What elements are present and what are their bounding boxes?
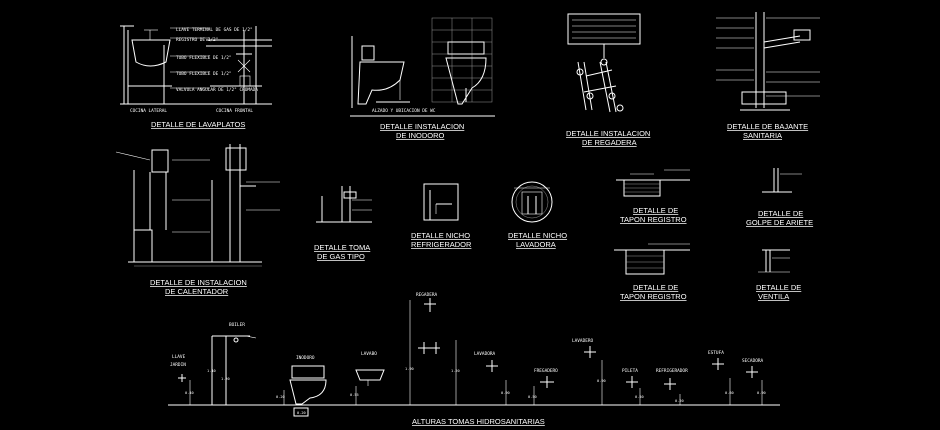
note-llave-gas: LLAVE TERMINAL DE GAS DE 1/2": [176, 27, 253, 33]
fixture-estufa: ESTUFA: [708, 350, 724, 356]
title-inodoro-2: DE INODORO: [396, 131, 445, 140]
title-toma-gas-1: DETALLE TOMA: [314, 243, 370, 252]
alturas-tomas: LLAVE JARDIN 0.40 BOILER 1.40 1.20 INODO…: [168, 292, 780, 426]
fixture-fregadero: FREGADERO: [534, 368, 558, 374]
note-registro: REGISTRO DE 1/2": [176, 37, 218, 43]
title-bajante-1: DETALLE DE BAJANTE: [727, 122, 808, 131]
detail-regadera: DETALLE INSTALACION DE REGADERA: [566, 13, 650, 147]
title-golpe-ariete-1: DETALLE DE: [758, 209, 803, 218]
height-inodoro-base: 0.20: [297, 411, 306, 415]
height-llave: 0.40: [185, 391, 194, 395]
detail-calentador: DETALLE DE INSTALACION DE CALENTADOR: [115, 144, 280, 296]
height-refrigerador: 0.20: [675, 399, 684, 403]
detail-tapon-registro-1: DETALLE DE TAPON REGISTRO: [616, 169, 690, 224]
title-bajante-2: SANITARIA: [743, 131, 782, 140]
fixture-llave-2: JARDIN: [170, 362, 186, 368]
height-pileta: 0.50: [635, 395, 644, 399]
title-tapon-1-line2: TAPON REGISTRO: [620, 215, 687, 224]
height-lavabo: 0.55: [350, 393, 359, 397]
detail-nicho-lavadora: DETALLE NICHO LAVADORA: [508, 181, 567, 249]
height-boiler: 1.40: [207, 369, 216, 373]
title-golpe-ariete-2: GOLPE DE ARIETE: [746, 218, 813, 227]
fixture-secadora: SECADORA: [742, 358, 764, 364]
note-tubo-flexible-2: TUBO FLEXIBLE DE 1/2": [176, 71, 232, 77]
title-alturas: ALTURAS TOMAS HIDROSANITARIAS: [412, 417, 545, 426]
height-estufa: 0.60: [725, 391, 734, 395]
title-regadera-2: DE REGADERA: [582, 138, 637, 147]
height-secadora: 0.90: [757, 391, 766, 395]
title-inodoro-1: DETALLE INSTALACION: [380, 122, 464, 131]
title-tapon-2-line1: DETALLE DE: [633, 283, 678, 292]
fixture-inodoro: INODORO: [296, 355, 315, 361]
title-regadera-1: DETALLE INSTALACION: [566, 129, 650, 138]
fixture-llave-1: LLAVE: [172, 354, 186, 360]
height-lavadora: 0.90: [501, 391, 510, 395]
title-nicho-lavadora-1: DETALLE NICHO: [508, 231, 567, 240]
fixture-refrigerador: REFRIGERADOR: [656, 368, 688, 374]
fixture-lavadora: LAVADORA: [474, 351, 496, 357]
note-tubo-flexible-1: TUBO FLEXIBLE DE 1/2": [176, 55, 232, 61]
title-toma-gas-2: DE GAS TIPO: [317, 252, 365, 261]
fixture-regadera: REGADERA: [416, 292, 438, 298]
note-valvula-angular: VALVULA ANGULAR DE 1/2" CROMADA: [176, 87, 258, 93]
title-calentador-1: DETALLE DE INSTALACION: [150, 278, 247, 287]
title-ventila-2: VENTILA: [758, 292, 789, 301]
height-fregadero: 0.50: [528, 395, 537, 399]
title-tapon-2-line2: TAPON REGISTRO: [620, 292, 687, 301]
fixture-pileta: PILETA: [622, 368, 638, 374]
fixture-lavabo: LAVABO: [361, 351, 377, 357]
detail-inodoro: ALZADO Y UBICACION DE WC DETALLE INSTALA…: [350, 17, 495, 140]
title-nicho-lavadora-2: LAVADORA: [516, 240, 556, 249]
fixture-lavadero: LAVADERO: [572, 338, 594, 344]
title-tapon-1-line1: DETALLE DE: [633, 206, 678, 215]
detail-bajante: DETALLE DE BAJANTE SANITARIA: [716, 12, 820, 140]
height-regadera: 1.90: [405, 367, 414, 371]
detail-ventila: DETALLE DE VENTILA: [756, 249, 801, 301]
title-nicho-refrigerador-2: REFRIGERADOR: [411, 240, 472, 249]
detail-lavaplatos: LLAVE TERMINAL DE GAS DE 1/2" REGISTRO D…: [120, 25, 272, 129]
caption-alzado-wc: ALZADO Y UBICACION DE WC: [372, 108, 436, 114]
title-ventila-1: DETALLE DE: [756, 283, 801, 292]
height-inodoro: 0.20: [276, 395, 285, 399]
detail-nicho-refrigerador: DETALLE NICHO REFRIGERADOR: [411, 183, 472, 249]
title-nicho-refrigerador-1: DETALLE NICHO: [411, 231, 470, 240]
title-calentador-2: DE CALENTADOR: [165, 287, 229, 296]
view-cocina-lateral: COCINA LATERAL: [130, 108, 167, 114]
fixture-boiler: BOILER: [229, 322, 245, 328]
detail-golpe-ariete: DETALLE DE GOLPE DE ARIETE: [746, 168, 813, 227]
detail-tapon-registro-2: DETALLE DE TAPON REGISTRO: [614, 243, 690, 301]
title-lavaplatos: DETALLE DE LAVAPLATOS: [151, 120, 245, 129]
height-lavadero: 0.90: [597, 379, 606, 383]
height-regadera-2: 1.20: [451, 369, 460, 373]
view-cocina-frontal: COCINA FRONTAL: [216, 108, 253, 114]
height-boiler-2: 1.20: [221, 377, 230, 381]
detail-toma-gas: DETALLE TOMA DE GAS TIPO: [314, 186, 372, 261]
